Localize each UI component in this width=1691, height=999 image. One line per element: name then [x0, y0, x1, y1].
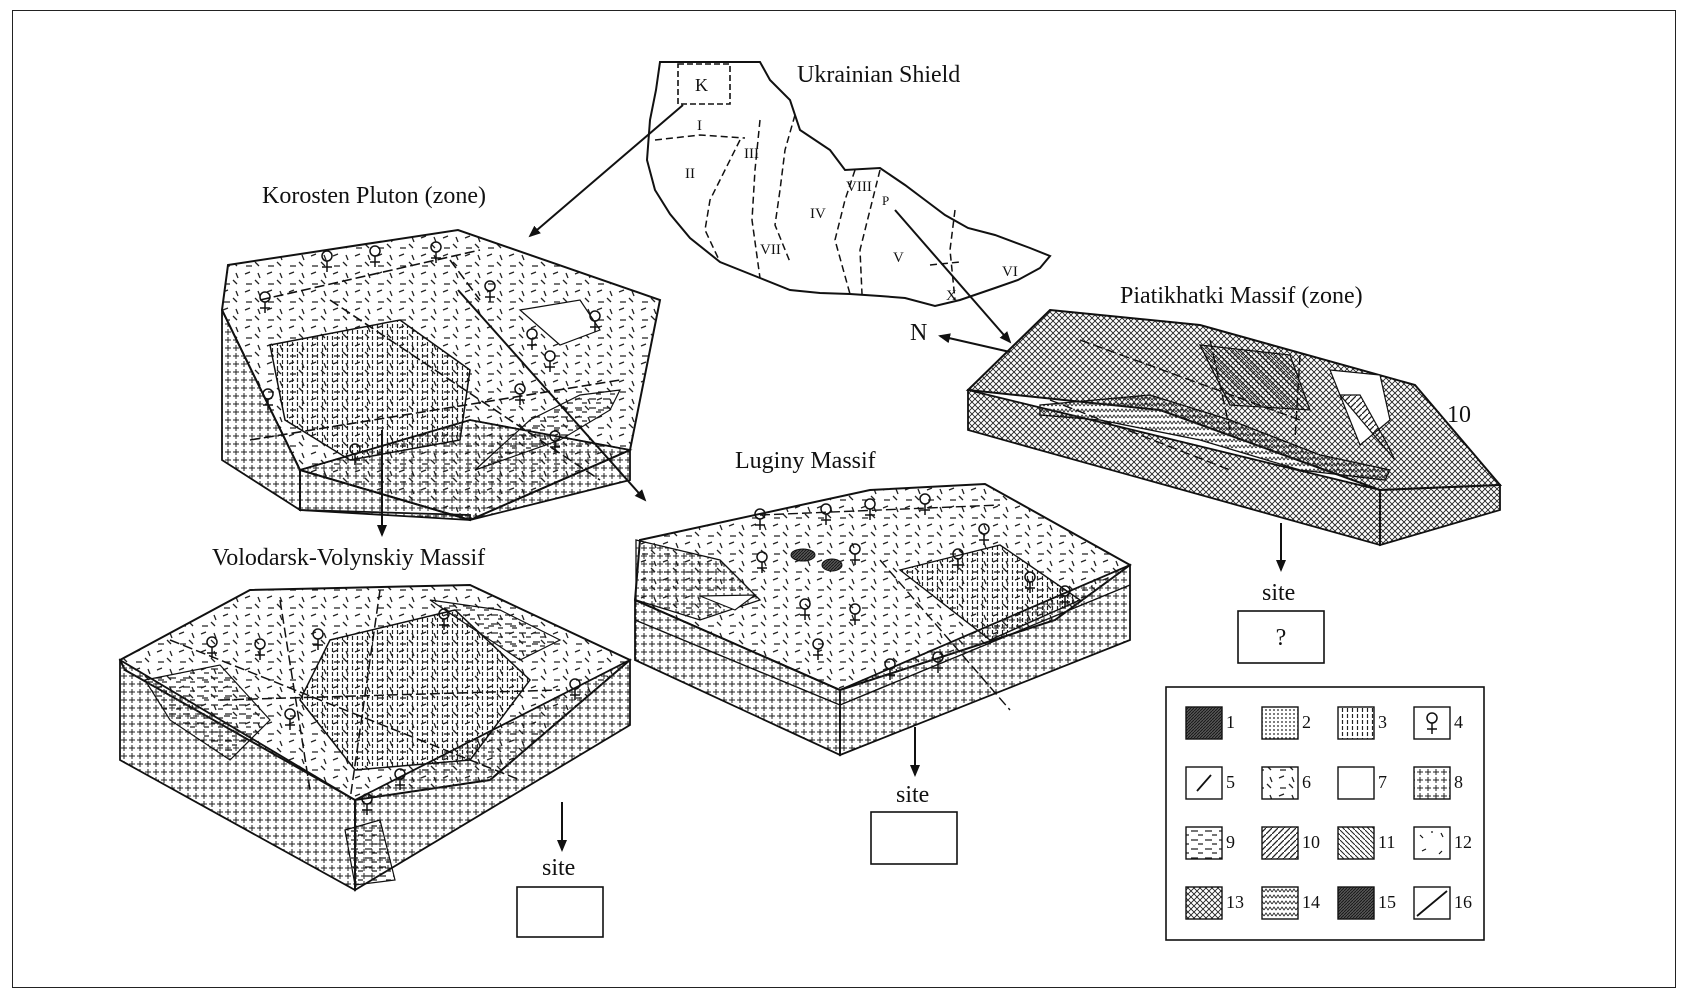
volodarsk-site-label: site [542, 855, 575, 881]
legend-number: 12 [1454, 832, 1472, 852]
volodarsk-title: Volodarsk-Volynskiy Massif [212, 545, 485, 571]
shield-title: Ukrainian Shield [797, 62, 960, 88]
luginy-site-label: site [896, 782, 929, 808]
legend-number: 8 [1454, 772, 1463, 792]
piatikhatki-site-label: site [1262, 580, 1295, 606]
luginy-title: Luginy Massif [735, 448, 876, 474]
legend-number: 15 [1378, 892, 1396, 912]
svg-text:X: X [946, 288, 957, 304]
legend-number: 3 [1378, 712, 1387, 732]
svg-text:VII: VII [760, 242, 781, 258]
legend-swatch-scattered-dashes [1262, 767, 1298, 799]
ukrainian-shield-map: K I II III IV V VI VII VIII X P [647, 62, 1050, 306]
korosten-title: Korosten Pluton (zone) [262, 183, 486, 209]
piatikhatki-site-value: ? [1276, 625, 1287, 651]
legend-swatch-checker-hatch [1186, 887, 1222, 919]
legend-swatch-fine-dots [1262, 707, 1298, 739]
legend-swatch-horizontal-dashes [1186, 827, 1222, 859]
legend-swatch-diagonal-hatch [1338, 827, 1374, 859]
korosten-block [222, 230, 660, 520]
piatikhatki-point-label: P [882, 193, 889, 208]
svg-text:IV: IV [810, 206, 826, 222]
svg-text:I: I [697, 118, 702, 134]
piatikhatki-block [968, 310, 1500, 545]
legend-swatch-dense-dark [1186, 707, 1222, 739]
legend-number: 2 [1302, 712, 1311, 732]
north-label: N [910, 320, 927, 346]
piatikhatki-title: Piatikhatki Massif (zone) [1120, 283, 1363, 309]
legend-swatch-vertical-lines [1338, 707, 1374, 739]
korosten-box-label: K [695, 75, 708, 95]
volodarsk-block [120, 585, 630, 890]
svg-text:II: II [685, 166, 695, 182]
legend-number: 11 [1378, 832, 1395, 852]
legend-number: 16 [1454, 892, 1472, 912]
svg-text:VI: VI [1002, 264, 1018, 280]
legend-number: 7 [1378, 772, 1387, 792]
legend-number: 9 [1226, 832, 1235, 852]
luginy-block [635, 484, 1130, 755]
legend-swatch-dark-diagonal [1338, 887, 1374, 919]
legend-swatch-blank [1338, 767, 1374, 799]
legend-number: 6 [1302, 772, 1311, 792]
svg-text:III: III [744, 146, 759, 162]
legend-swatch-diagonal-hatch-dense [1262, 827, 1298, 859]
legend-number: 14 [1302, 892, 1320, 912]
legend-number: 13 [1226, 892, 1244, 912]
legend-number: 1 [1226, 712, 1235, 732]
legend-number: 5 [1226, 772, 1235, 792]
luginy-site-box [871, 812, 957, 864]
volodarsk-site-box [517, 887, 603, 937]
svg-text:VIII: VIII [846, 179, 872, 195]
legend-number: 4 [1454, 712, 1463, 732]
piatikhatki-annotation: 10 [1447, 402, 1471, 428]
svg-text:V: V [893, 250, 904, 266]
legend-swatch-crosses [1414, 767, 1450, 799]
legend-number: 10 [1302, 832, 1320, 852]
legend-swatch-zigzag [1262, 887, 1298, 919]
